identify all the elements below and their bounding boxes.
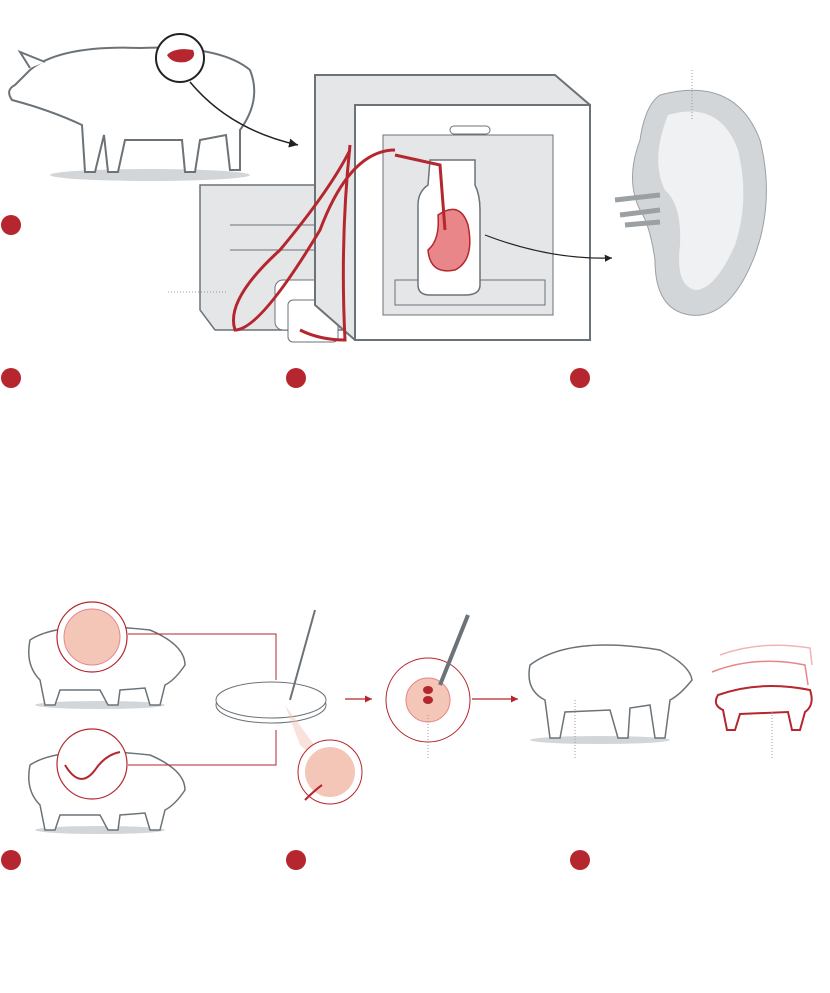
perfusion-tubes xyxy=(232,144,447,342)
cloned-piglets xyxy=(711,644,813,760)
step-marker-2 xyxy=(1,368,21,388)
organ-jar xyxy=(417,159,481,296)
gene-edited-embryo xyxy=(385,614,471,760)
step-marker-7 xyxy=(570,850,590,870)
step-marker-5 xyxy=(1,850,21,870)
pipette xyxy=(289,609,316,701)
step-marker-3 xyxy=(286,368,306,388)
step-markers-bottom xyxy=(1,850,590,870)
pig-kidney-magnifier xyxy=(155,33,205,83)
arrow-to-kidney xyxy=(484,234,613,262)
injection-needle xyxy=(438,614,470,686)
arrow-to-perfusion xyxy=(189,81,299,148)
sow-with-egg xyxy=(28,601,186,709)
donor-pig xyxy=(8,46,256,181)
step-marker-4 xyxy=(570,368,590,388)
step-marker-1 xyxy=(1,215,21,235)
step-marker-6 xyxy=(286,850,306,870)
boar-with-sperm xyxy=(28,728,186,834)
surrogate-sow xyxy=(528,644,693,760)
step-markers-top xyxy=(1,215,590,388)
petri-dish xyxy=(215,609,363,805)
kidney-in-jar xyxy=(427,208,471,272)
transplanted-kidney xyxy=(614,70,767,316)
connector-lines xyxy=(128,633,277,766)
